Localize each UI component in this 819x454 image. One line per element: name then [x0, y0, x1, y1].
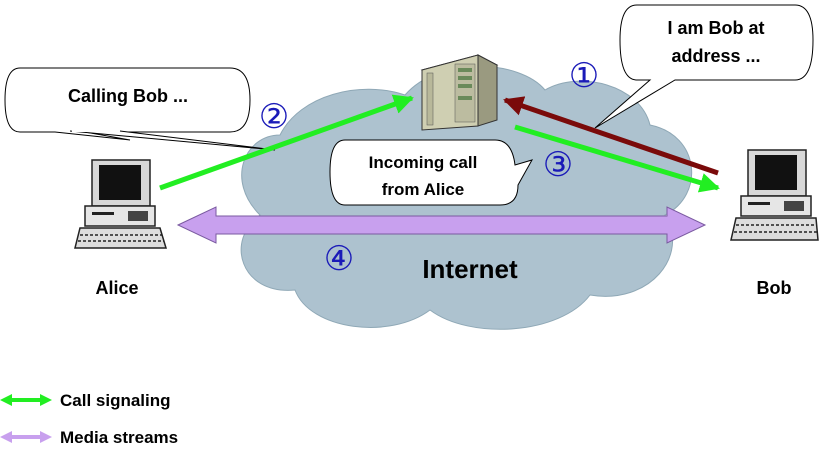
arrow-media-stream: [176, 206, 707, 244]
step-1-marker: ①: [569, 56, 599, 96]
callout-calling-bob: Calling Bob ...: [4, 67, 276, 151]
legend-media-label: Media streams: [60, 428, 178, 447]
callout-incoming-line2: from Alice: [382, 180, 465, 199]
bob-label: Bob: [757, 278, 792, 298]
legend-signaling-label: Call signaling: [60, 391, 171, 410]
legend-signaling-swatch: [0, 394, 52, 406]
callout-incoming-line1: Incoming call: [369, 153, 478, 172]
step-3-marker: ③: [543, 145, 573, 185]
callout-bob-line1: I am Bob at: [667, 18, 764, 38]
legend: Call signaling Media streams: [0, 391, 178, 447]
arrow-registration: [503, 96, 719, 176]
bob-computer-icon: [730, 149, 819, 241]
step-2-marker: ②: [259, 97, 289, 137]
arrow-invite-server-to-bob: [514, 124, 720, 193]
callout-bob-line2: address ...: [671, 46, 760, 66]
arrow-invite-alice-to-server: [159, 94, 414, 191]
legend-media-swatch: [0, 431, 52, 443]
callout-incoming-call: Incoming call from Alice: [329, 139, 534, 206]
step-4-marker: ④: [324, 239, 354, 279]
callout-bob-address: I am Bob at address ...: [594, 4, 814, 129]
internet-label: Internet: [422, 254, 518, 284]
server-icon: [420, 54, 499, 131]
alice-computer-icon: [74, 159, 168, 249]
callout-calling-text: Calling Bob ...: [68, 86, 188, 106]
alice-label: Alice: [95, 278, 138, 298]
